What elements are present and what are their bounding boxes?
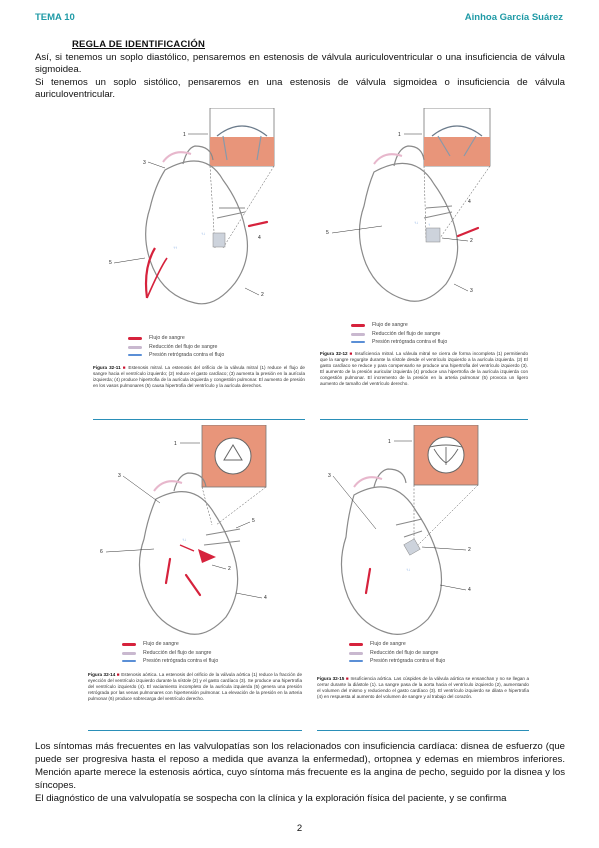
label-3: 3 — [470, 288, 473, 294]
caption-rule — [320, 419, 528, 421]
caption-fig-32-12: Figura 32-12 ■ Insuficiencia mitral. La … — [320, 351, 529, 387]
label-5: 5 — [326, 230, 329, 236]
label-2: 2 — [228, 566, 231, 572]
label-1: 1 — [174, 441, 177, 447]
caption-text: Estenosis aórtica. La estenosis del orif… — [88, 672, 302, 702]
caption-rule — [317, 730, 529, 732]
svg-text:↑↓: ↑↓ — [182, 537, 186, 542]
paragraph-systolic: Si tenemos un soplo sistólico, pensaremo… — [35, 77, 565, 101]
label-2: 2 — [468, 547, 471, 553]
figure-mitral-insufficiency: 1 ↑↓ ↑ 4 5 2 3 — [322, 108, 522, 330]
heart-illustration: 1 ↑↓ 3 2 4 — [328, 425, 479, 635]
heart-illustration: 1 ↑↓ 3 5 6 2 4 — [100, 425, 267, 635]
label-5: 5 — [252, 518, 255, 524]
label-4: 4 — [468, 587, 471, 593]
svg-text:↑: ↑ — [428, 222, 430, 227]
figure-mitral-stenosis: 1 ↑↑ ↑↓ 3 4 5 2 — [95, 108, 305, 330]
label-1: 1 — [388, 439, 391, 445]
legend-retro: Presión retrógrada contra el flujo — [370, 658, 446, 664]
label-1: 1 — [183, 132, 186, 138]
label-3: 3 — [328, 473, 331, 479]
caption-text: Estenosis mitral. La estenosis del orifi… — [93, 365, 305, 389]
label-2: 2 — [261, 292, 264, 298]
figure-number: Figura 32-12 — [320, 351, 348, 356]
paragraph-diastolic: Así, si tenemos un soplo diastólico, pen… — [35, 52, 565, 76]
body-text: Los síntomas más frecuentes en las valvu… — [35, 740, 565, 805]
label-4: 4 — [468, 199, 471, 205]
figure-number: Figura 32-15 — [317, 676, 345, 681]
label-6: 6 — [100, 549, 103, 555]
legend-retro: Presión retrógrada contra el flujo — [149, 352, 225, 358]
label-4: 4 — [264, 595, 267, 601]
legend-retro: Presión retrógrada contra el flujo — [143, 658, 219, 664]
caption-fig-32-15: Figura 32-15 ■ Insuficiencia aórtica. La… — [317, 676, 530, 700]
legend-reduced: Reducción del flujo de sangre — [370, 649, 439, 656]
caption-fig-32-14: Figura 32-14 ■ Estenosis aórtica. La est… — [88, 672, 302, 702]
legend-reduced: Reducción del flujo de sangre — [372, 330, 441, 337]
legend-flow: Flujo de sangre — [143, 641, 179, 647]
figure-aortic-insufficiency: 1 ↑↓ 3 2 4 — [318, 425, 518, 650]
header-author: Ainhoa García Suárez — [464, 12, 563, 23]
label-4: 4 — [258, 235, 261, 241]
page-number: 2 — [296, 823, 303, 834]
label-3: 3 — [143, 160, 146, 166]
header-topic: TEMA 10 — [35, 12, 75, 23]
svg-text:↑↑: ↑↑ — [173, 245, 177, 250]
svg-text:↑↓: ↑↓ — [201, 231, 205, 236]
legend-flow: Flujo de sangre — [370, 641, 406, 647]
caption-fig-32-11: Figura 32-11 ■ Estenosis mitral. La este… — [93, 365, 305, 389]
legend-reduced: Reducción del flujo de sangre — [143, 649, 212, 656]
label-5: 5 — [109, 260, 112, 266]
legend-reduced: Reducción del flujo de sangre — [149, 343, 218, 350]
caption-text: Insuficiencia mitral. La válvula mitral … — [320, 351, 529, 387]
svg-text:↑↓: ↑↓ — [406, 567, 410, 572]
page-header: TEMA 10 Ainhoa García Suárez — [0, 12, 599, 26]
paragraph-symptoms: Los síntomas más frecuentes en las valvu… — [35, 741, 565, 792]
label-3: 3 — [118, 473, 121, 479]
caption-rule — [93, 419, 305, 421]
figure-number: Figura 32-14 — [88, 672, 116, 677]
legend-flow: Flujo de sangre — [372, 322, 408, 328]
label-1: 1 — [398, 132, 401, 138]
legend-retro: Presión retrógrada contra el flujo — [372, 339, 448, 345]
caption-rule — [88, 730, 302, 732]
svg-text:↑↓: ↑↓ — [414, 220, 418, 225]
label-2: 2 — [470, 238, 473, 244]
figure-aortic-stenosis: 1 ↑↓ 3 5 6 2 4 — [90, 425, 310, 650]
heart-illustration: 1 ↑↓ ↑ 4 5 2 3 — [326, 108, 491, 302]
heart-illustration: 1 ↑↑ ↑↓ 3 4 5 2 — [109, 108, 275, 305]
figure-number: Figura 32-11 — [93, 365, 121, 370]
paragraph-diagnosis: El diagnóstico de una valvulopatía se so… — [35, 793, 507, 805]
caption-text: Insuficiencia aórtica. Las cúspides de l… — [317, 676, 530, 700]
legend-flow: Flujo de sangre — [149, 335, 185, 341]
section-title: REGLA DE IDENTIFICACIÓN — [72, 39, 206, 50]
